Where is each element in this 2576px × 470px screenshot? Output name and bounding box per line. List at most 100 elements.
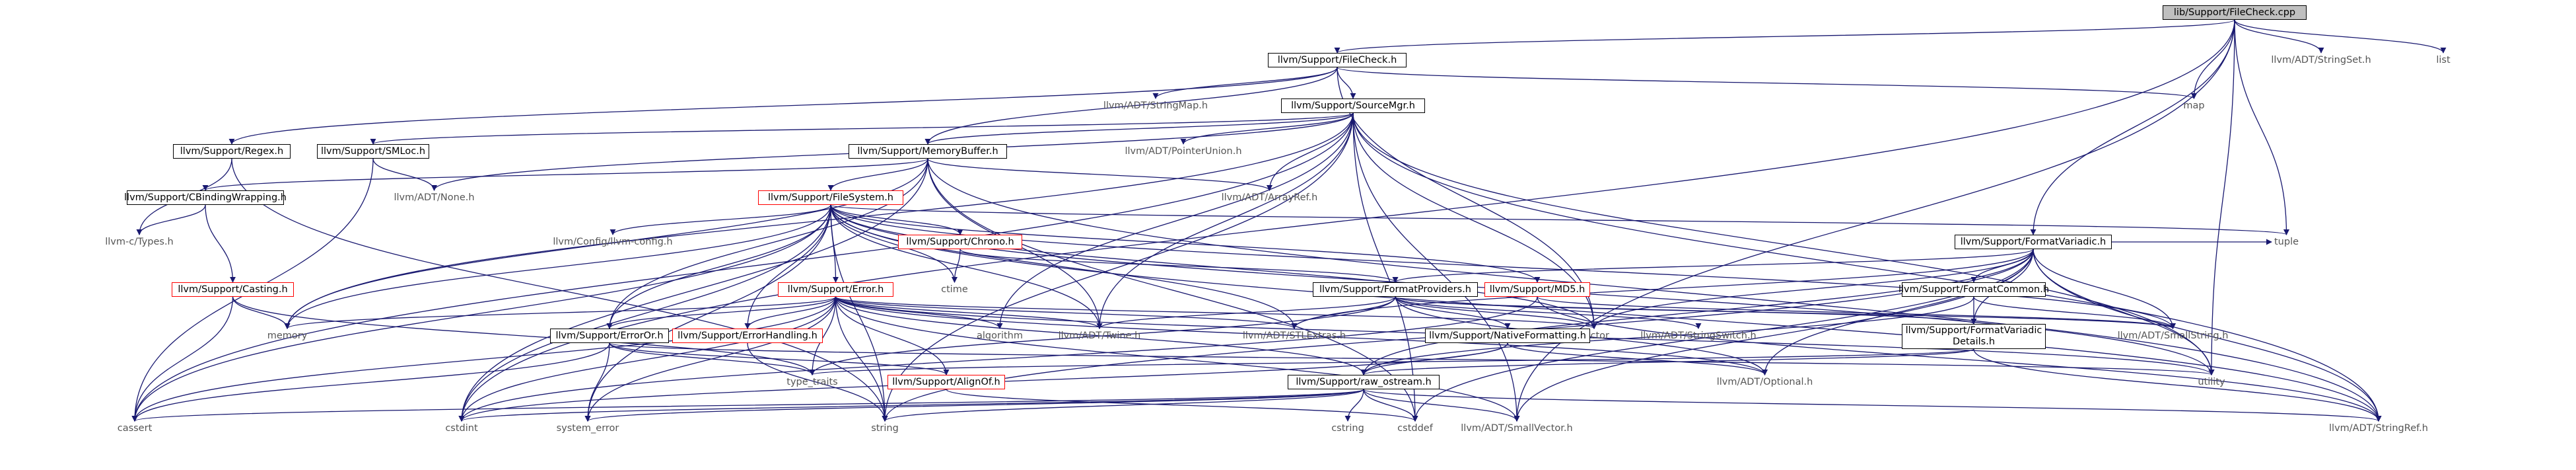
node-sourcemgr[interactable]: llvm/Support/SourceMgr.h (1281, 98, 1425, 113)
node-cstring: cstring (1331, 422, 1364, 434)
edge-error-to-twine (835, 296, 1103, 329)
edge-formatvariadic-to-rawostream (1360, 249, 2034, 375)
edge-sourcemgr-to-memorybuffer (924, 112, 1354, 145)
edge-filecheck-h-to-memorybuffer (924, 67, 1338, 145)
edge-md5-to-smallstring (1537, 296, 2176, 329)
edge-casting-to-cassert (131, 296, 234, 422)
edge-formatproviders-to-stringswitch (1395, 296, 1702, 329)
edge-sourcemgr-to-twine (1096, 112, 1354, 329)
edge-formatproviders-to-nativeformatting (1395, 296, 1511, 329)
edge-chrono-to-ctime (951, 249, 961, 283)
edge-memorybuffer-to-cbinding (202, 158, 928, 191)
edge-filesystem-to-erroror (606, 204, 831, 329)
edge-memorybuffer-to-cstdint (458, 158, 928, 422)
edge-root-to-utility (2208, 19, 2235, 375)
edge-sourcemgr-to-arrayref (1266, 112, 1354, 191)
edge-md5-to-cstdint (458, 296, 1538, 422)
node-stringmap: llvm/ADT/StringMap.h (1103, 100, 1208, 111)
edge-memorybuffer-to-erroror (606, 158, 928, 329)
node-memory: memory (267, 330, 308, 341)
edge-error-to-algorithm (835, 296, 1003, 329)
edge-filecheck-h-to-regex (228, 67, 1338, 145)
node-cstdint: cstdint (445, 422, 478, 434)
edge-casting-to-memory (232, 296, 291, 329)
edge-sourcemgr-to-cstddef (1352, 112, 1418, 422)
node-errorhandling[interactable]: llvm/Support/ErrorHandling.h (672, 329, 823, 343)
edge-error-to-vector (835, 296, 1597, 329)
edge-root-to-filecheck-h (1334, 19, 2235, 54)
node-cbinding[interactable]: llvm/Support/CBindingWrapping.h (124, 190, 287, 205)
edge-filesystem-to-string (830, 204, 888, 422)
edge-smloc-to-none (372, 158, 438, 191)
edge-error-to-stlextras (835, 296, 1298, 329)
node-casting[interactable]: llvm/Support/Casting.h (172, 282, 294, 297)
node-algorithm: algorithm (977, 330, 1023, 341)
node-formatvariadic[interactable]: llvm/Support/FormatVariadic.h (1955, 235, 2112, 249)
node-filecheck-h[interactable]: llvm/Support/FileCheck.h (1268, 53, 1407, 67)
node-nativeformatting[interactable]: llvm/Support/NativeFormatting.h (1425, 329, 1590, 343)
node-cassert: cassert (117, 422, 153, 434)
node-error[interactable]: llvm/Support/Error.h (778, 282, 893, 297)
edge-filesystem-to-systemerror (584, 204, 831, 422)
edge-filesystem-to-cassert (131, 204, 831, 422)
edge-formatvariadicdetails-to-rawostream (1360, 348, 1974, 375)
node-utility: utility (2198, 376, 2225, 387)
edge-root-to-formatvariadic (2030, 19, 2235, 235)
node-memorybuffer[interactable]: llvm/Support/MemoryBuffer.h (849, 144, 1007, 159)
edge-chrono-to-formatproviders (959, 249, 1399, 283)
node-rawostream[interactable]: llvm/Support/raw_ostream.h (1288, 375, 1440, 389)
edge-root-to-tuple (2234, 19, 2290, 235)
edge-filecheck-h-to-sourcemgr (1337, 67, 1356, 99)
node-string: string (871, 422, 899, 434)
node-configllvm: llvm/Config/llvm-config.h (553, 236, 673, 247)
edge-erroror-to-systemerror (584, 342, 610, 422)
edge-rawostream-to-stringref (1363, 389, 2382, 422)
edge-memorybuffer-to-filesystem (827, 158, 928, 191)
edge-alignof-to-cstddef (946, 389, 1418, 422)
node-smloc[interactable]: llvm/Support/SMLoc.h (317, 144, 429, 159)
node-ctypes: llvm-c/Types.h (105, 236, 174, 247)
edge-sourcemgr-to-utility (1352, 112, 2215, 375)
node-formatvariadicdetails[interactable]: llvm/Support/FormatVariadic Details.h (1902, 324, 2046, 349)
node-list: list (2436, 54, 2451, 65)
edge-formatproviders-to-twine (1096, 296, 1396, 329)
edges-layer (131, 19, 2447, 422)
node-root[interactable]: lib/Support/FileCheck.cpp (2163, 5, 2307, 20)
edge-filecheck-h-to-map (1337, 67, 2197, 99)
edge-filesystem-to-configllvm (609, 204, 831, 235)
edge-filesystem-to-twine (830, 204, 1103, 329)
edge-sourcemgr-to-smloc (370, 112, 1354, 145)
node-regex[interactable]: llvm/Support/Regex.h (173, 144, 291, 159)
edge-sourcemgr-to-pointerunion (1180, 112, 1354, 145)
node-formatproviders[interactable]: llvm/Support/FormatProviders.h (1313, 282, 1478, 297)
node-alignof[interactable]: llvm/Support/AlignOf.h (888, 375, 1005, 389)
node-erroror[interactable]: llvm/Support/ErrorOr.h (550, 329, 669, 343)
edge-filesystem-to-cstdint (458, 204, 831, 422)
node-smallstring: llvm/ADT/SmallString.h (2117, 330, 2229, 341)
node-formatcommon[interactable]: llvm/Support/FormatCommon.h (1898, 282, 2049, 297)
edge-cbinding-to-ctypes (136, 204, 206, 235)
node-chrono[interactable]: llvm/Support/Chrono.h (898, 235, 1022, 249)
edge-root-to-cstdint (458, 19, 2235, 422)
node-filesystem[interactable]: llvm/Support/FileSystem.h (758, 190, 903, 205)
node-md5[interactable]: llvm/Support/MD5.h (1484, 282, 1590, 297)
node-cstddef: cstddef (1397, 422, 1433, 434)
edge-root-to-stringset (2234, 19, 2324, 54)
node-tuple: tuple (2274, 236, 2299, 247)
node-typetraits: type_traits (786, 376, 838, 387)
edge-filesystem-to-chrono (830, 204, 963, 235)
edge-error-to-cassert (131, 296, 837, 422)
edge-formatproviders-to-vector (1395, 296, 1597, 329)
edge-memorybuffer-to-arrayref (927, 158, 1272, 191)
edge-formatvariadicdetails-to-stringref (1973, 348, 2382, 422)
edge-formatvariadic-to-smallstring (2033, 249, 2176, 329)
node-stringswitch: llvm/ADT/StringSwitch.h (1640, 330, 1757, 341)
edge-rawostream-to-cstdint (458, 389, 1364, 422)
node-stringset: llvm/ADT/StringSet.h (2271, 54, 2371, 65)
edge-filesystem-to-md5 (830, 204, 1541, 283)
node-optional: llvm/ADT/Optional.h (1716, 376, 1813, 387)
edge-nativeformatting-to-optional (1507, 342, 1768, 375)
edge-error-to-optional (835, 296, 1768, 375)
node-twine: llvm/ADT/Twine.h (1058, 330, 1141, 341)
edge-filesystem-to-ctime (830, 204, 958, 283)
